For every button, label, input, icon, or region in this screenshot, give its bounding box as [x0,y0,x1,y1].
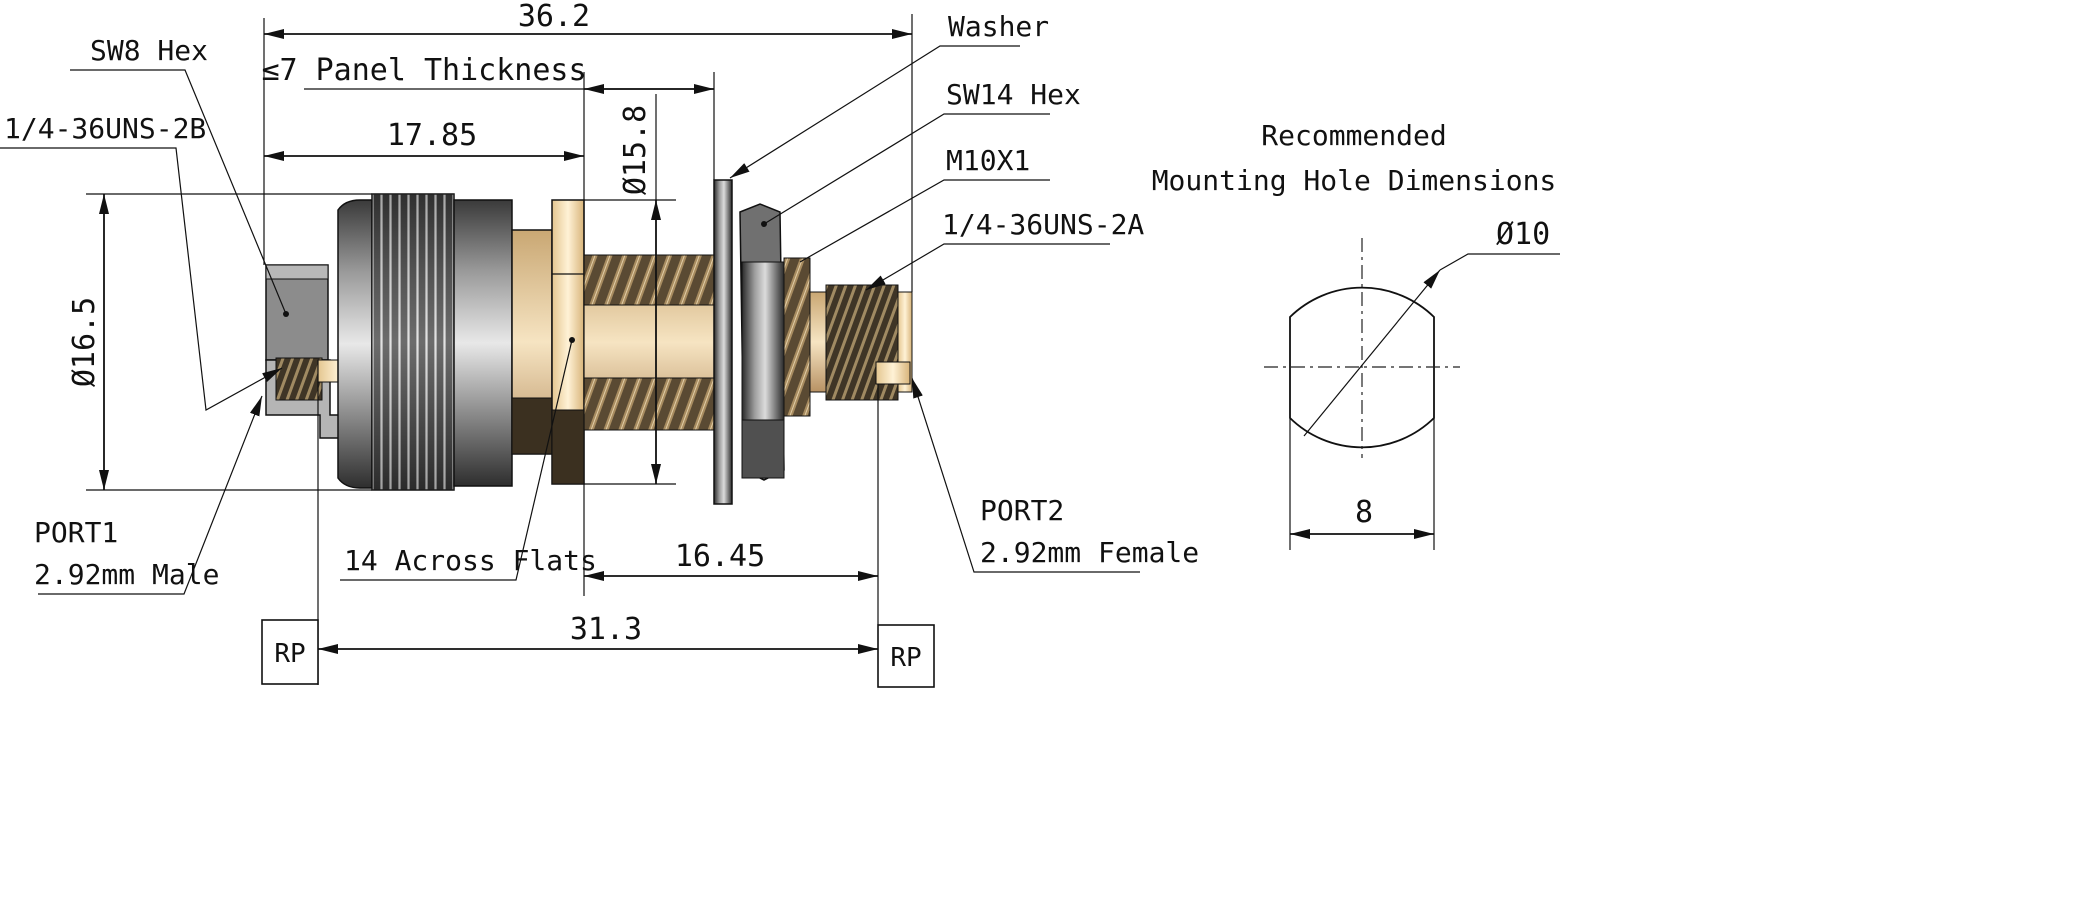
dim-length-16-45: 16.45 [675,539,765,574]
label-port1-name: PORT1 [34,516,118,549]
dim-panel-thickness: ≤7 Panel Thickness [261,53,586,88]
rp-label-left: RP [274,639,305,669]
label-across-flats: 14 Across Flats [344,544,597,577]
callout-labels: SW8 Hex 1/4-36UNS-2B Washer SW14 Hex M10… [4,10,1199,591]
dimension-lines [99,29,912,654]
label-port2-name: PORT2 [980,494,1064,527]
connector-body [265,179,913,505]
dimension-labels: 36.2 ≤7 Panel Thickness 17.85 Ø15.8 Ø16.… [67,0,765,647]
dim-diameter-16-5: Ø16.5 [67,297,102,387]
callout-leaders [0,45,1140,595]
mounting-title-line1: Recommended [1261,119,1446,152]
dim-hole-diameter: Ø10 [1496,217,1550,252]
label-thread-2b: 1/4-36UNS-2B [4,112,206,145]
dim-overall-length: 36.2 [518,0,590,34]
rp-label-right: RP [890,643,921,673]
mounting-title-line2: Mounting Hole Dimensions [1152,164,1557,197]
label-thread-2a: 1/4-36UNS-2A [942,208,1144,241]
label-washer: Washer [948,10,1049,43]
mounting-hole-view: Recommended Mounting Hole Dimensions Ø10… [1152,119,1560,550]
label-m10x1: M10X1 [946,144,1030,177]
dim-rear-length: 17.85 [387,118,477,153]
dim-diameter-15-8: Ø15.8 [618,105,653,195]
label-port1-type: 2.92mm Male [34,558,219,591]
rp-box-right: RP [877,624,935,688]
label-sw14-hex: SW14 Hex [946,78,1081,111]
dim-length-31-3: 31.3 [570,612,642,647]
extension-lines [86,14,913,685]
label-sw8-hex: SW8 Hex [90,34,208,67]
dim-hole-flat-width: 8 [1355,495,1373,530]
label-port2-type: 2.92mm Female [980,536,1199,569]
rp-box-left: RP [261,619,319,685]
